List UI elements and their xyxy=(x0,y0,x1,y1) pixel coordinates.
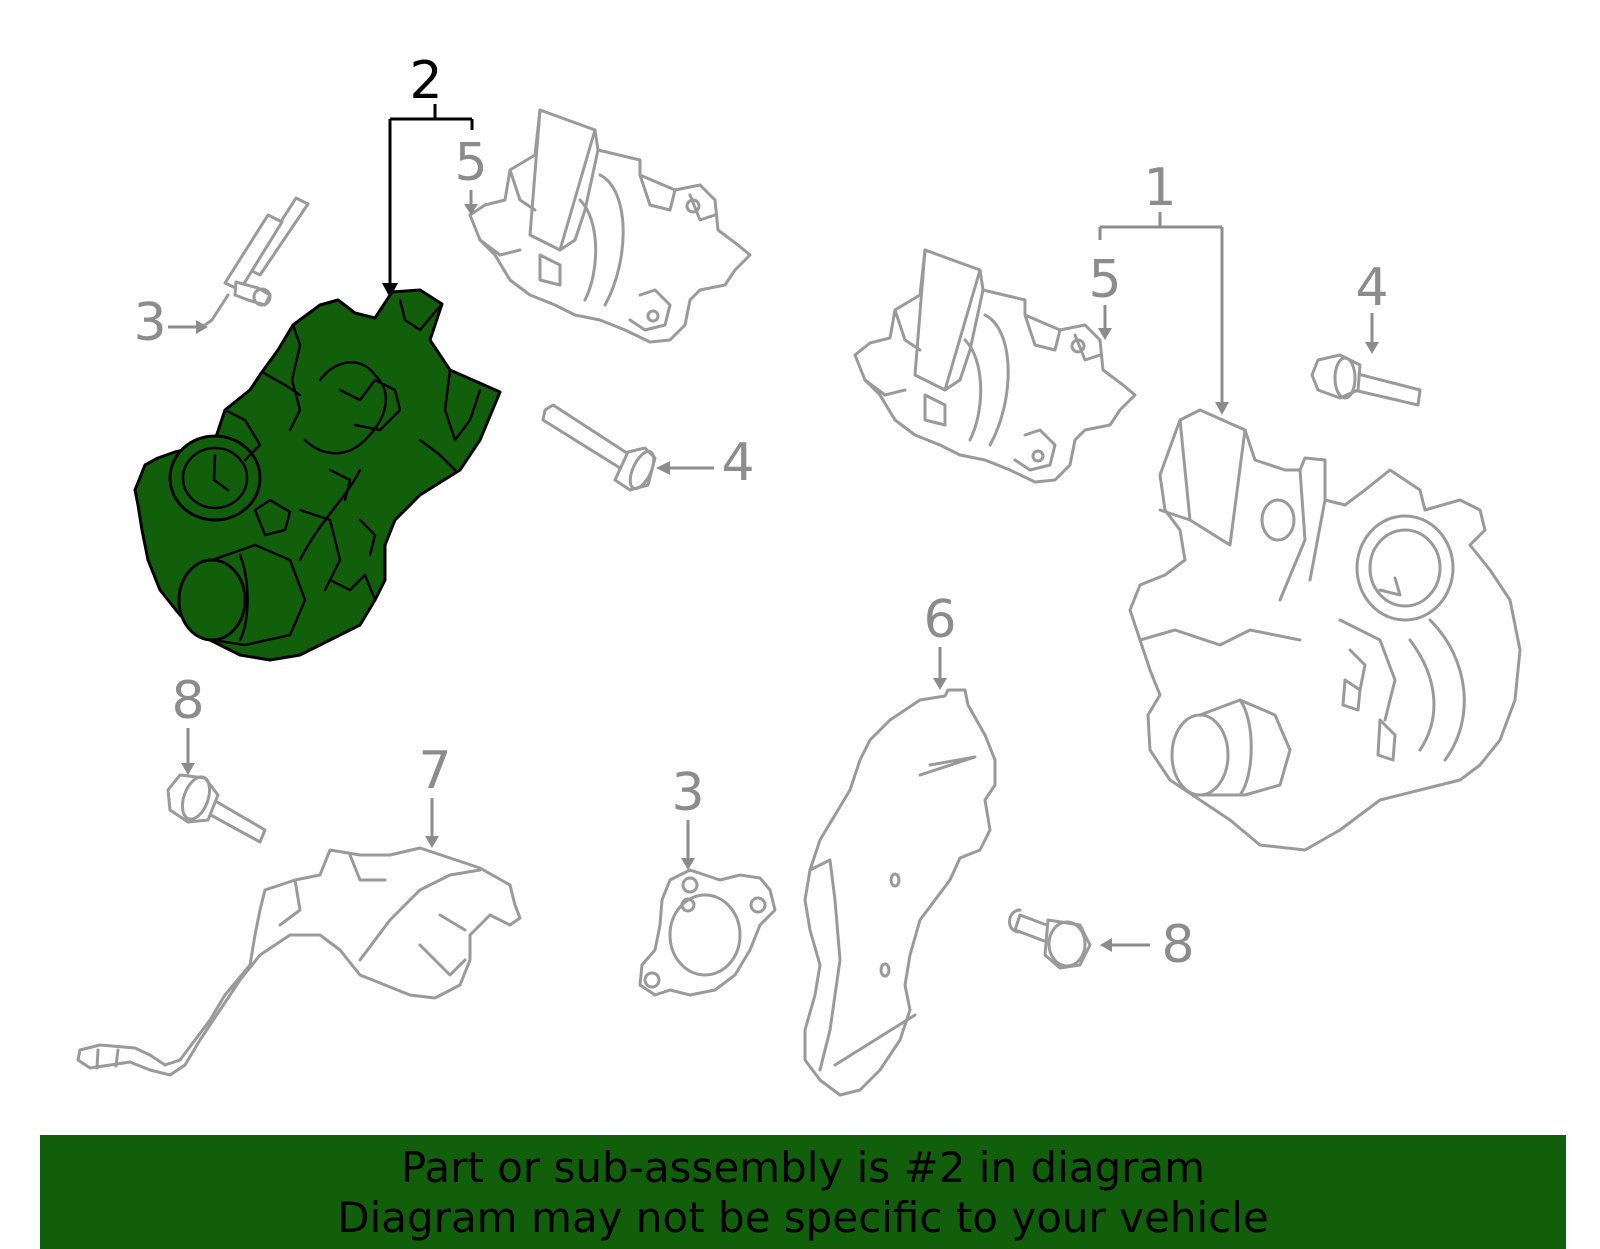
callout-6-group: 6 xyxy=(923,590,957,690)
callout-5a-group: 5 xyxy=(454,133,488,215)
callout-8b-group: 8 xyxy=(1100,915,1195,975)
callout-4a: 4 xyxy=(721,433,754,493)
part-5-actuator-right[interactable] xyxy=(853,248,1137,484)
part-3-gasket[interactable] xyxy=(638,868,777,997)
callout-8b: 8 xyxy=(1161,915,1194,975)
callout-5b: 5 xyxy=(1088,250,1121,310)
part-4-bolt-middle[interactable] xyxy=(541,403,659,492)
highlighted-part-2[interactable] xyxy=(133,288,502,662)
callout-3a-group: 3 xyxy=(133,293,208,353)
callout-7: 7 xyxy=(418,741,451,801)
part-3-sensor[interactable] xyxy=(203,196,310,327)
callout-5a: 5 xyxy=(454,133,487,193)
banner-line-2: Diagram may not be specific to your vehi… xyxy=(337,1193,1269,1242)
callout-5b-group: 5 xyxy=(1088,250,1122,340)
callout-2-group: 2 xyxy=(382,51,474,298)
callout-7-group: 7 xyxy=(418,741,452,848)
callout-3b: 3 xyxy=(671,763,704,823)
callout-4b-group: 4 xyxy=(1355,258,1389,354)
callout-8a: 8 xyxy=(171,671,204,731)
callout-6: 6 xyxy=(923,590,956,650)
callout-2: 2 xyxy=(409,51,442,111)
part-4-bolt-right[interactable] xyxy=(1310,353,1422,407)
part-7-bracket[interactable] xyxy=(76,846,522,1077)
callout-3a: 3 xyxy=(133,293,166,353)
banner-line-1: Part or sub-assembly is #2 in diagram xyxy=(400,1143,1206,1192)
part-8-bolt-right[interactable] xyxy=(1008,908,1092,970)
callout-3b-group: 3 xyxy=(671,763,705,870)
callout-1: 1 xyxy=(1143,158,1176,218)
part-8-bolt-left[interactable] xyxy=(166,773,267,844)
info-banner: Part or sub-assembly is #2 in diagram Di… xyxy=(40,1135,1566,1249)
callout-4b: 4 xyxy=(1355,258,1388,318)
callout-8a-group: 8 xyxy=(171,671,205,775)
part-1-turbocharger[interactable] xyxy=(1128,408,1522,852)
part-5-actuator-top[interactable] xyxy=(468,108,752,344)
callout-1-group: 1 xyxy=(1098,158,1229,415)
callout-4a-group: 4 xyxy=(656,433,755,493)
part-6-heat-shield[interactable] xyxy=(803,688,997,1097)
